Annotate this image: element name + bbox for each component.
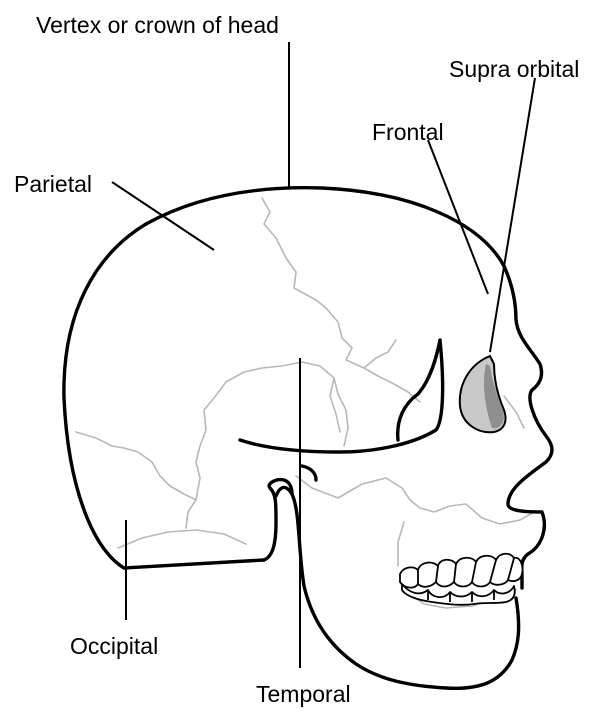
lambdoid-suture — [76, 432, 196, 500]
label-temporal: Temporal — [256, 681, 351, 707]
label-vertex: Vertex or crown of head — [36, 12, 279, 38]
skull-outline — [64, 188, 552, 689]
orbit — [460, 356, 506, 432]
coronal-suture — [262, 198, 420, 402]
teeth — [400, 554, 523, 605]
maxillary-suture — [296, 476, 534, 524]
lambdoid-branch-suture — [186, 446, 200, 528]
label-parietal: Parietal — [14, 171, 92, 197]
orbit-side-suture — [504, 396, 524, 428]
sphenoid-suture — [330, 378, 340, 432]
lower-teeth — [402, 584, 515, 605]
supra-orbital-leader — [490, 78, 535, 352]
label-supra-orbital: Supra orbital — [449, 56, 579, 82]
label-frontal: Frontal — [372, 119, 444, 145]
maxillary-lower-suture — [398, 522, 404, 566]
squamosal-suture — [200, 362, 348, 446]
frontal-leader — [428, 140, 488, 294]
occipitomastoid-suture — [118, 530, 246, 548]
frontal-branch-suture — [364, 340, 396, 368]
parietal-leader — [112, 182, 214, 250]
temporal-line — [302, 466, 316, 480]
label-occipital: Occipital — [70, 633, 158, 659]
